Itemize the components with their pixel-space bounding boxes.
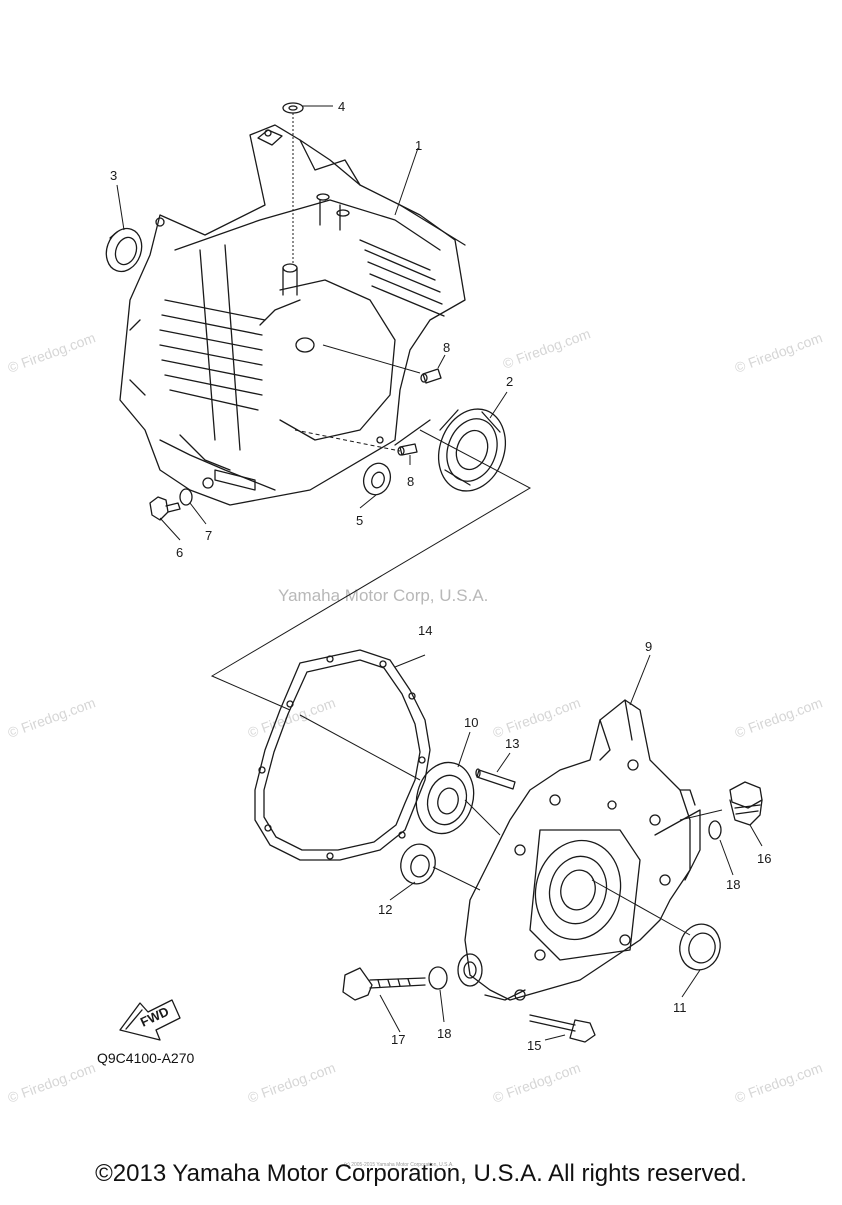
dowel-pin-8b-drawing bbox=[397, 443, 418, 456]
bearing-drawing bbox=[438, 408, 506, 492]
crankcase-cover-9-drawing bbox=[457, 699, 701, 1001]
watermark-center: Yamaha Motor Corp, U.S.A. bbox=[278, 586, 488, 605]
washer-4-drawing bbox=[282, 102, 304, 114]
watermark-site-1: © Firedog.com bbox=[501, 325, 593, 372]
callout-18b: 18 bbox=[437, 1026, 451, 1041]
fwd-label: FWD bbox=[138, 1004, 171, 1030]
callout-6: 6 bbox=[176, 545, 183, 560]
crankcase-drawing bbox=[119, 124, 466, 506]
callout-15: 15 bbox=[527, 1038, 541, 1053]
callout-9: 9 bbox=[645, 639, 652, 654]
oil-seal-3-drawing bbox=[105, 227, 143, 273]
drain-bolt-6-drawing bbox=[149, 496, 181, 521]
fwd-arrow-icon bbox=[119, 999, 181, 1041]
callout-10: 10 bbox=[464, 715, 478, 730]
gasket-7-drawing bbox=[179, 488, 193, 506]
callout-12: 12 bbox=[378, 902, 392, 917]
callout-8b: 8 bbox=[407, 474, 414, 489]
callout-18a: 18 bbox=[726, 877, 740, 892]
dowel-pin-8a-drawing bbox=[420, 368, 442, 384]
callout-17: 17 bbox=[391, 1032, 405, 1047]
callout-8a: 8 bbox=[443, 340, 450, 355]
callout-14: 14 bbox=[418, 623, 432, 638]
watermark-site-4: © Firedog.com bbox=[6, 694, 98, 741]
watermark-site-10: © Firedog.com bbox=[491, 1059, 583, 1106]
callout-2: 2 bbox=[506, 374, 513, 389]
watermarks: Yamaha Motor Corp, U.S.A. © Firedog.com … bbox=[6, 325, 825, 1106]
callout-4: 4 bbox=[338, 99, 345, 114]
copyright-notice: ©2013 Yamaha Motor Corporation, U.S.A. A… bbox=[95, 1160, 747, 1187]
watermark-site-6: © Firedog.com bbox=[491, 694, 583, 741]
o-ring-18b-drawing bbox=[428, 966, 448, 990]
dowel-pin-13-drawing bbox=[475, 768, 516, 790]
watermark-site-11: © Firedog.com bbox=[733, 1059, 825, 1106]
fine-print: (c) 2005-2015 Yamaha Motor Corporation, … bbox=[344, 1162, 454, 1168]
dipstick-17-drawing bbox=[342, 967, 426, 1001]
watermark-site-2: © Firedog.com bbox=[6, 329, 98, 376]
watermark-site-3: © Firedog.com bbox=[733, 329, 825, 376]
leader-lines bbox=[116, 105, 763, 1041]
o-ring-18a-drawing bbox=[708, 820, 722, 840]
watermark-site-9: © Firedog.com bbox=[246, 1059, 338, 1106]
callout-7: 7 bbox=[205, 528, 212, 543]
oil-seal-5-drawing bbox=[362, 462, 392, 496]
diagram-code: Q9C4100-A270 bbox=[97, 1050, 195, 1066]
callout-1: 1 bbox=[415, 138, 422, 153]
oil-seal-11-drawing bbox=[679, 923, 721, 971]
callout-16: 16 bbox=[757, 851, 771, 866]
callout-13: 13 bbox=[505, 736, 519, 751]
callout-5: 5 bbox=[356, 513, 363, 528]
watermark-site-7: © Firedog.com bbox=[733, 694, 825, 741]
callouts: 4 1 3 8 2 8 5 7 6 14 9 10 13 16 18 12 11… bbox=[110, 99, 771, 1168]
plug-16-drawing bbox=[729, 781, 763, 826]
oil-seal-10-drawing bbox=[415, 761, 475, 835]
watermark-site-8: © Firedog.com bbox=[6, 1059, 98, 1106]
cover-gasket-14-drawing bbox=[254, 649, 431, 861]
callout-11: 11 bbox=[673, 1000, 687, 1015]
oil-seal-12-drawing bbox=[400, 843, 436, 885]
callout-3: 3 bbox=[110, 168, 117, 183]
flange-bolt-15-drawing bbox=[529, 1014, 596, 1043]
